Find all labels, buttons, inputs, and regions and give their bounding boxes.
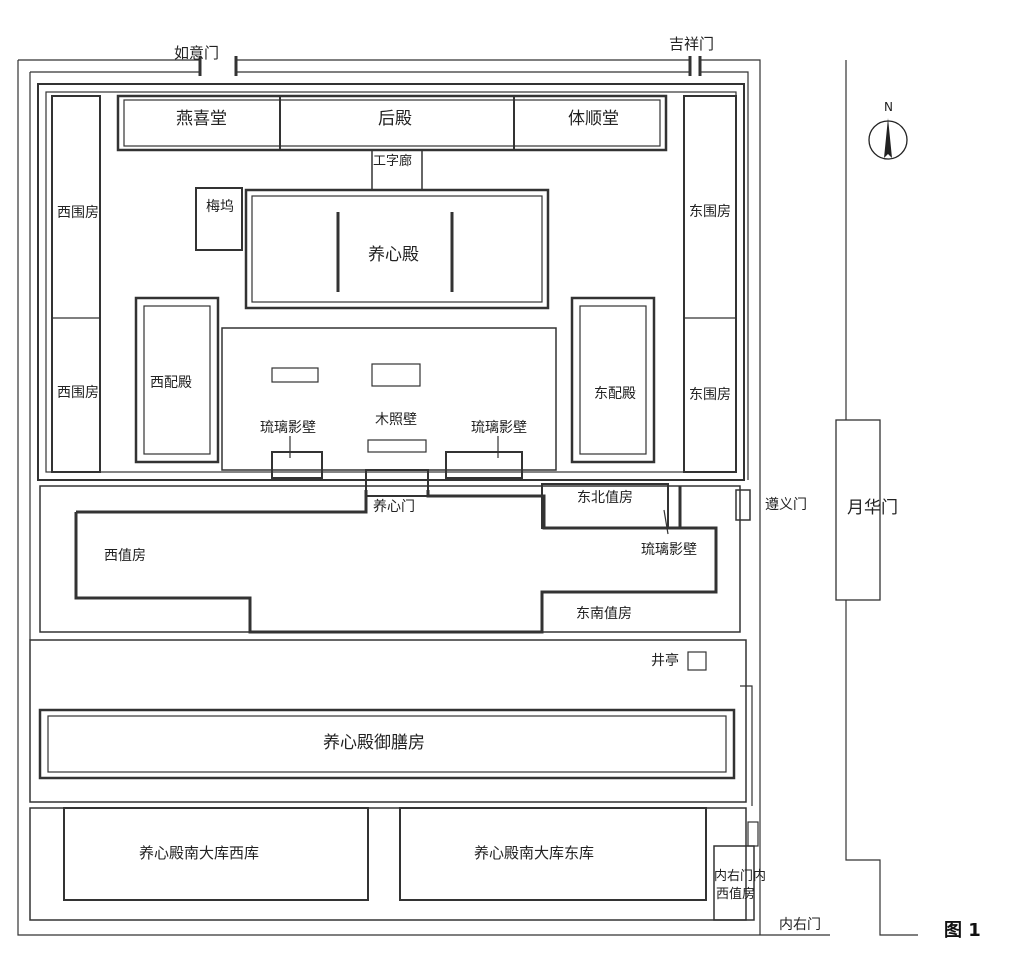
- label-inner-right-gate: 内右门: [779, 917, 821, 933]
- label-glazed-screen-west: 琉璃影壁: [260, 420, 316, 436]
- label-yangxin-hall: 养心殿: [368, 245, 419, 265]
- label-northeast-duty-room: 东北值房: [577, 490, 633, 506]
- label-west-side-hall: 西配殿: [150, 375, 192, 391]
- compass-north-icon: N: [868, 100, 912, 164]
- label-west-wing-rooms-north: 西围房: [57, 205, 99, 221]
- figure-caption: 图 1: [944, 920, 981, 941]
- label-rear-hall: 后殿: [378, 109, 412, 129]
- label-inner-right-gate-duty-line2: 西值房: [716, 887, 756, 902]
- imperial-kitchen: [38, 708, 736, 780]
- label-wooden-screen: 木照壁: [375, 412, 417, 428]
- label-tishun-hall: 体顺堂: [568, 109, 619, 129]
- north-court: [37, 83, 745, 481]
- label-glazed-screen-east: 琉璃影壁: [471, 420, 527, 436]
- east-side-hall: [570, 296, 656, 464]
- label-meiwu: 梅坞: [206, 199, 234, 215]
- label-east-side-hall: 东配殿: [594, 386, 636, 402]
- label-glazed-screen-se: 琉璃影壁: [641, 542, 697, 558]
- label-south-store-west: 养心殿南大库西库: [139, 844, 260, 862]
- outer-wall: [17, 60, 830, 936]
- west-side-hall: [134, 296, 220, 464]
- label-imperial-kitchen: 养心殿御膳房: [323, 733, 425, 753]
- label-yangxin-gate: 养心门: [373, 499, 415, 515]
- label-gongzi-corridor: 工字廊: [373, 154, 413, 169]
- main-hall: [244, 188, 550, 310]
- label-east-wing-rooms-north: 东围房: [689, 204, 731, 220]
- label-southeast-duty-room: 东南值房: [576, 606, 632, 622]
- south-store-west: [63, 807, 369, 901]
- label-well-pavilion: 井亭: [651, 653, 679, 669]
- label-zunyi-gate: 遵义门: [765, 497, 807, 513]
- west-wing-rooms: [51, 95, 101, 473]
- label-south-store-east: 养心殿南大库东库: [474, 844, 595, 862]
- label-east-wing-rooms-south: 东围房: [689, 387, 731, 403]
- label-yanxi-hall: 燕喜堂: [176, 109, 227, 129]
- south-store-east: [399, 807, 707, 901]
- label-west-duty-room: 西值房: [104, 548, 146, 564]
- south-court: [39, 485, 741, 633]
- yuehua-gate-block: [835, 419, 881, 601]
- label-inner-right-gate-duty-line1: 内右门内: [714, 869, 767, 884]
- label-jixiang-gate: 吉祥门: [669, 35, 715, 53]
- label-west-wing-rooms-south: 西围房: [57, 385, 99, 401]
- compass-letter: N: [884, 100, 893, 114]
- label-ruyi-gate: 如意门: [174, 44, 220, 62]
- label-yuehua-gate: 月华门: [847, 498, 898, 518]
